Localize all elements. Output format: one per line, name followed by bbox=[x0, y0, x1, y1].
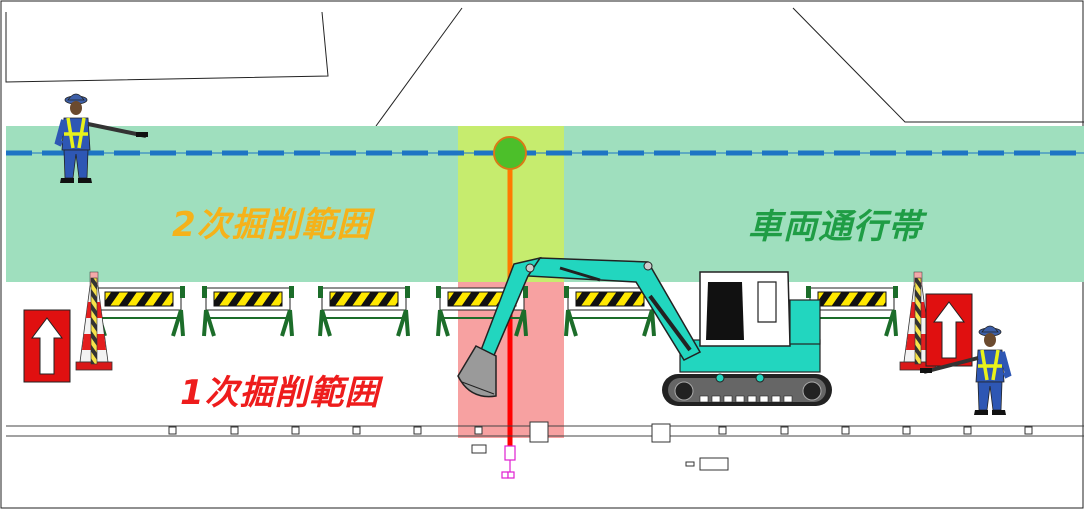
curb-markers bbox=[168, 426, 1033, 435]
traffic-flagger-icon bbox=[920, 326, 1008, 415]
manhole-icon bbox=[471, 421, 729, 471]
traffic-flagger-icon bbox=[58, 94, 148, 183]
vehicle-lane-label: 車両通行帯 bbox=[748, 207, 923, 247]
secondary-excavation-label: 2次掘削範囲 bbox=[172, 205, 372, 245]
meter-box-icon bbox=[501, 445, 516, 479]
excavator-icon bbox=[457, 256, 832, 406]
pipe-junction-node bbox=[493, 136, 527, 170]
primary-excavation-label: 1次掘削範囲 bbox=[180, 373, 380, 413]
